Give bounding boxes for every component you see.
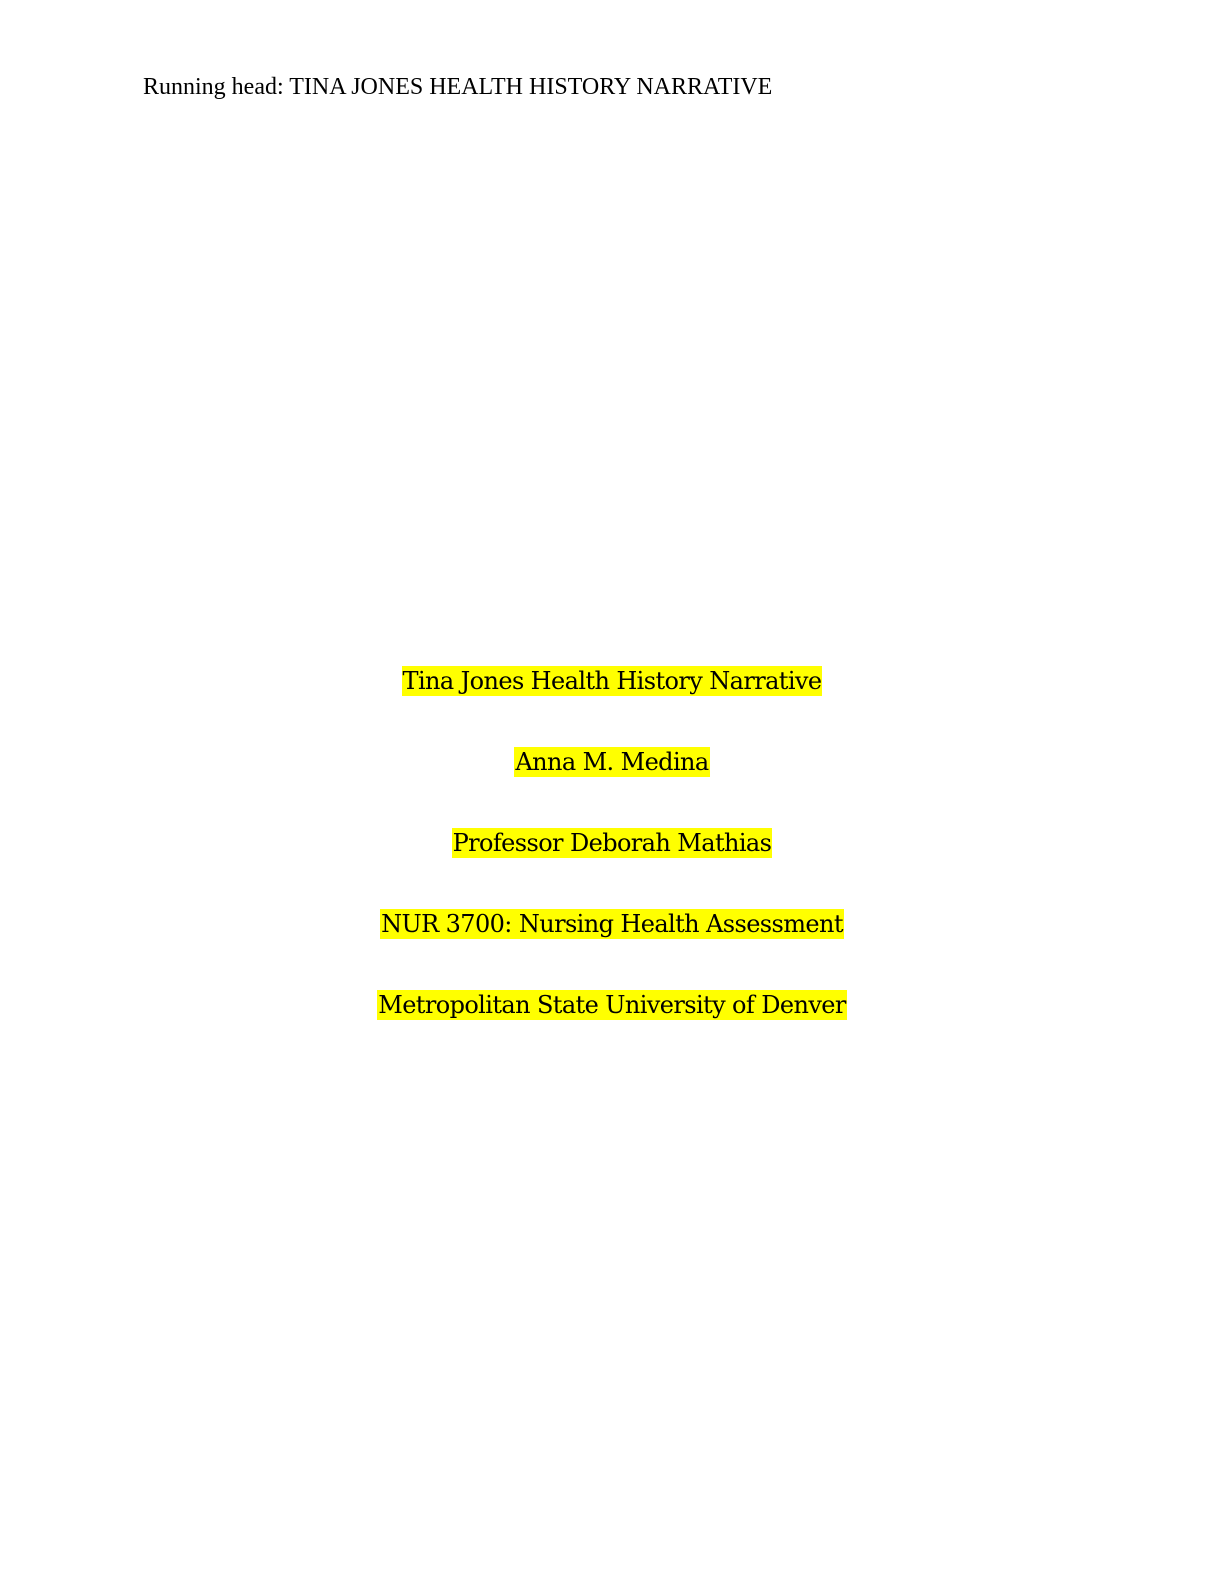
author-name: Anna M. Medina: [514, 747, 710, 777]
paper-title-line: Tina Jones Health History Narrative: [0, 664, 1224, 745]
institution-name: Metropolitan State University of Denver: [377, 990, 847, 1020]
course-name: NUR 3700: Nursing Health Assessment: [380, 909, 844, 939]
course-line: NUR 3700: Nursing Health Assessment: [0, 907, 1224, 988]
title-block: Tina Jones Health History Narrative Anna…: [0, 664, 1224, 1069]
institution-line: Metropolitan State University of Denver: [0, 988, 1224, 1069]
paper-title: Tina Jones Health History Narrative: [401, 666, 823, 696]
running-head: Running head: TINA JONES HEALTH HISTORY …: [143, 74, 773, 100]
author-line: Anna M. Medina: [0, 745, 1224, 826]
instructor-name: Professor Deborah Mathias: [451, 828, 773, 858]
instructor-line: Professor Deborah Mathias: [0, 826, 1224, 907]
